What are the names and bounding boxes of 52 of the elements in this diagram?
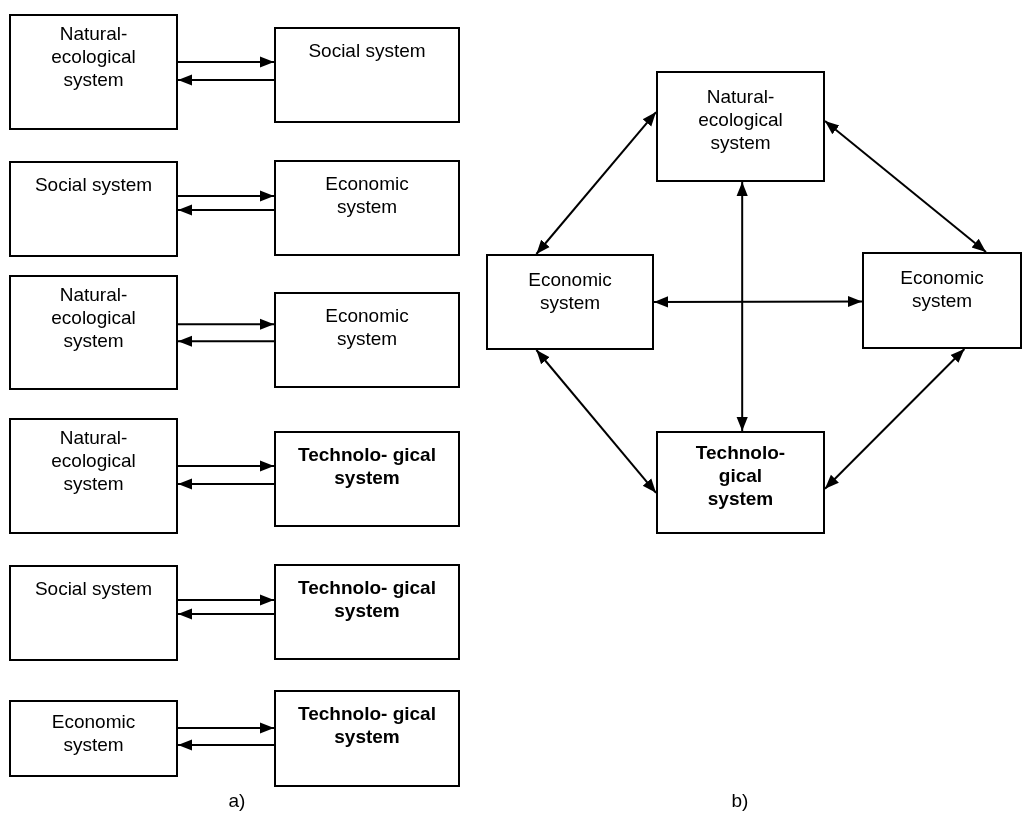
system-box bbox=[274, 690, 460, 787]
box-label: Economic system bbox=[50, 710, 137, 756]
arrow bbox=[177, 56, 275, 68]
system-box bbox=[9, 275, 178, 390]
box-label: Technolo- gical system bbox=[297, 576, 437, 622]
system-box bbox=[9, 418, 178, 534]
arrow bbox=[177, 594, 275, 606]
box-label: Economic system bbox=[324, 172, 410, 218]
arrow bbox=[177, 204, 275, 216]
system-box bbox=[274, 27, 460, 123]
arrow bbox=[177, 722, 275, 734]
box-label: Technolo- gical system bbox=[297, 443, 437, 489]
box-label: Economic system bbox=[899, 266, 985, 312]
panel-label: b) bbox=[731, 788, 749, 812]
box-label: Social system bbox=[34, 577, 153, 600]
arrow bbox=[736, 181, 748, 432]
system-box bbox=[862, 252, 1022, 349]
box-label: Social system bbox=[308, 39, 426, 62]
system-box bbox=[274, 564, 460, 660]
system-box bbox=[274, 292, 460, 388]
system-box bbox=[656, 431, 825, 534]
arrow bbox=[177, 318, 275, 330]
arrow bbox=[824, 119, 987, 253]
panel-label: a) bbox=[228, 788, 246, 812]
system-box bbox=[9, 700, 178, 777]
arrow bbox=[535, 111, 657, 255]
system-box bbox=[274, 431, 460, 527]
box-label: Natural- ecological system bbox=[50, 426, 137, 495]
arrow bbox=[177, 478, 275, 490]
system-box bbox=[274, 160, 460, 256]
box-label: Natural- ecological system bbox=[50, 22, 137, 91]
box-label: Technolo- gical system bbox=[694, 441, 787, 510]
system-box bbox=[9, 161, 178, 257]
arrow bbox=[177, 74, 275, 86]
arrow bbox=[177, 335, 275, 347]
arrow bbox=[653, 295, 863, 308]
box-label: Economic system bbox=[527, 268, 613, 314]
box-label: Economic system bbox=[324, 304, 410, 350]
system-box bbox=[9, 14, 178, 130]
arrow bbox=[177, 460, 275, 472]
system-box bbox=[9, 565, 178, 661]
arrow bbox=[177, 190, 275, 202]
arrow bbox=[177, 608, 275, 620]
box-label: Natural- ecological system bbox=[50, 283, 137, 352]
box-label: Technolo- gical system bbox=[297, 702, 437, 748]
system-box bbox=[486, 254, 654, 350]
system-box bbox=[656, 71, 825, 182]
box-label: Social system bbox=[34, 173, 153, 196]
arrow bbox=[177, 739, 275, 751]
arrow bbox=[535, 349, 657, 494]
box-label: Natural- ecological system bbox=[697, 85, 784, 154]
arrow bbox=[824, 348, 966, 490]
